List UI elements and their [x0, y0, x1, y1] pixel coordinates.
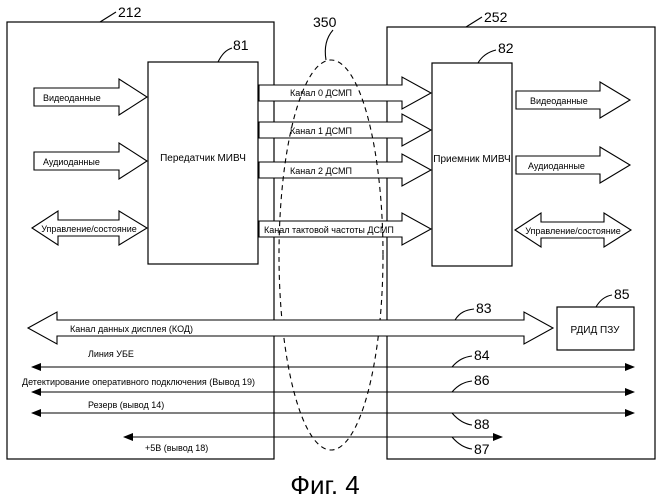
cec-line-label: Линия УБЕ [88, 349, 134, 359]
audio-input-label: Аудиоданные [43, 157, 100, 167]
ref-leader-252 [466, 17, 482, 27]
ref-label-85: 85 [614, 286, 630, 302]
video-input-label: Видеоданные [43, 93, 101, 103]
power-line-label: +5В (вывод 18) [145, 443, 208, 453]
ref-label-252: 252 [484, 9, 508, 25]
ref-label-87: 87 [474, 441, 490, 457]
ref-label-82: 82 [498, 40, 514, 56]
ref-label-212: 212 [118, 4, 142, 20]
tmds-clock-channel-label: Канал тактовой частоты ДСМП [264, 225, 394, 235]
ddc-line-label: Канал данных дисплея (КОД) [70, 324, 193, 334]
video-output-label: Видеоданные [530, 96, 588, 106]
ref-label-88: 88 [474, 416, 490, 432]
figure-caption: Фиг. 4 [290, 470, 360, 500]
ref-label-350: 350 [313, 14, 337, 30]
control-status-output-label: Управление/состояние [525, 226, 621, 236]
tmds-channel-1-label: Канал 1 ДСМП [290, 126, 352, 136]
ref-label-84: 84 [474, 347, 490, 363]
tmds-channel-2-label: Канал 2 ДСМП [290, 166, 352, 176]
reserved-line-label: Резерв (вывод 14) [88, 400, 164, 410]
ref-leader-212 [100, 12, 116, 22]
receiver-label: Приемник МИВЧ [433, 154, 510, 165]
ref-leader-350 [325, 30, 333, 60]
control-status-input-label: Управление/состояние [41, 224, 137, 234]
tmds-channel-0-label: Канал 0 ДСМП [290, 88, 352, 98]
ref-label-83: 83 [476, 300, 492, 316]
ref-label-81: 81 [233, 37, 249, 53]
transmitter-label: Передатчик МИВЧ [160, 153, 246, 164]
audio-output-label: Аудиоданные [528, 161, 585, 171]
hpd-line-label: Детектирование оперативного подключения … [22, 377, 255, 387]
eeprom-label: РДИД ПЗУ [571, 325, 621, 336]
ref-label-86: 86 [474, 372, 490, 388]
